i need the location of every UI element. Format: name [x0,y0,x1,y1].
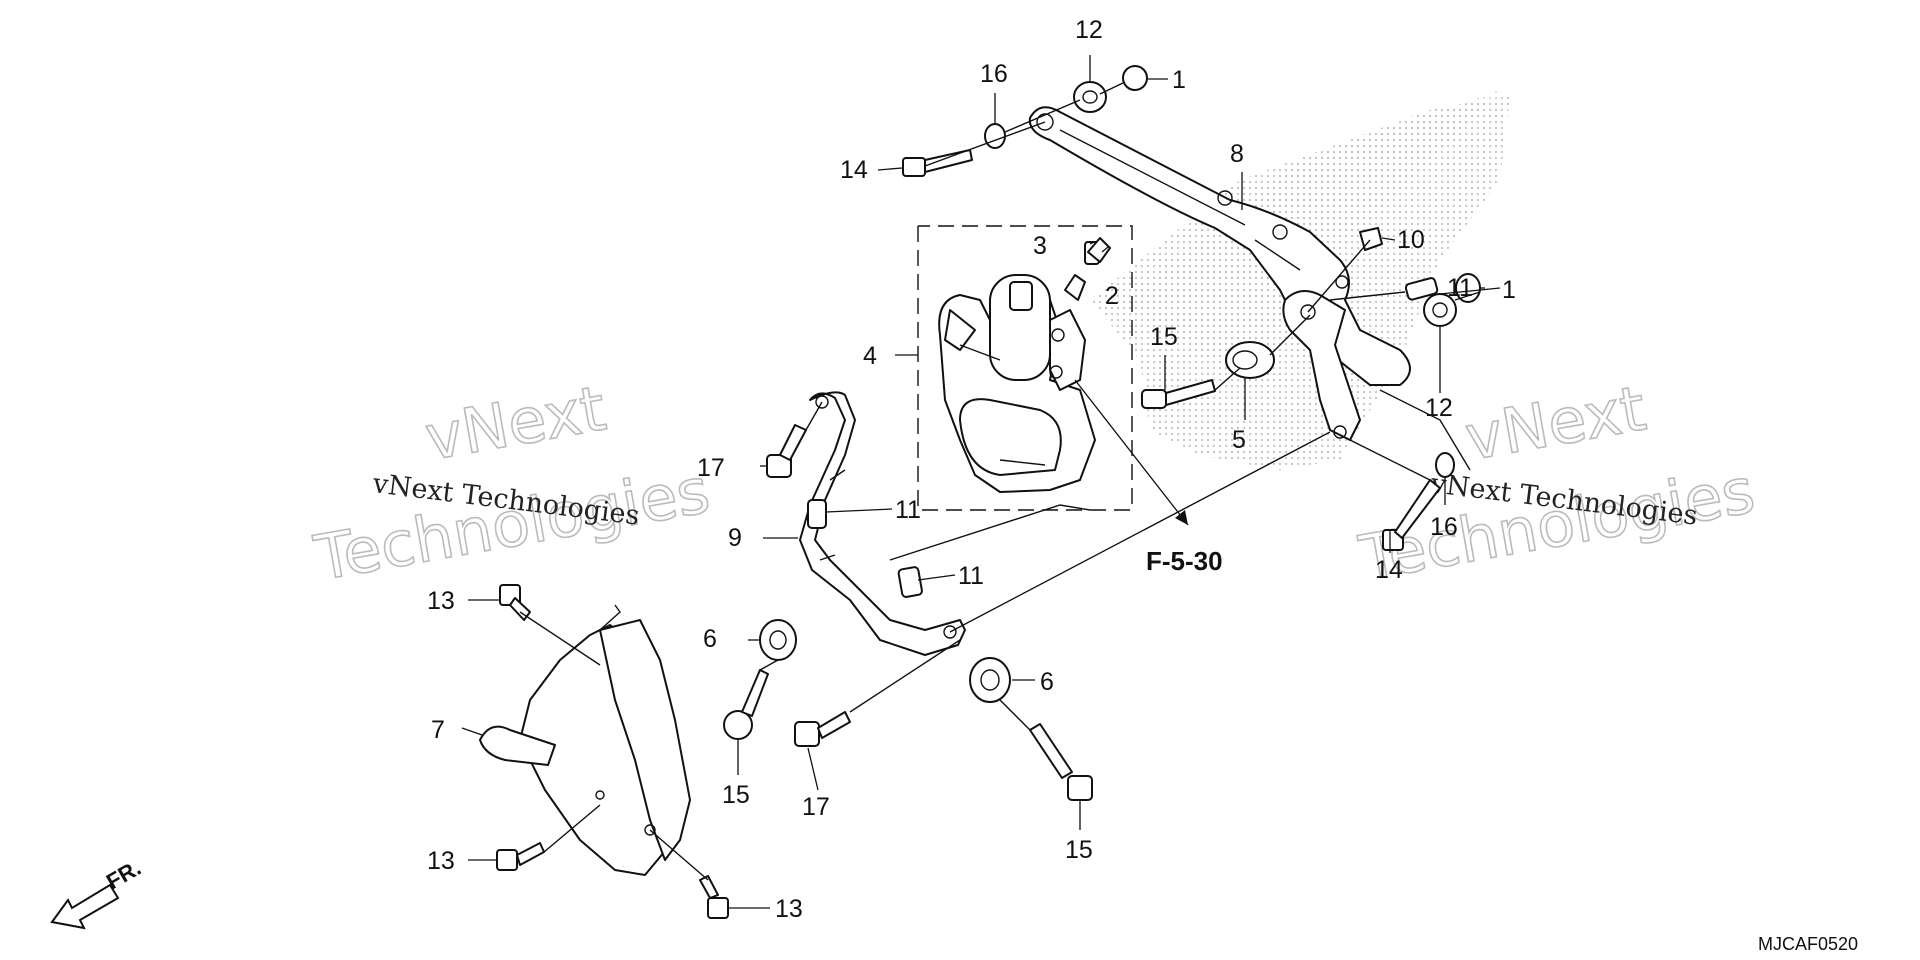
callout-12: 12 [1075,16,1103,44]
callout-13: 13 [775,895,803,923]
bolt-15-lower-right [1029,723,1093,801]
diagram-code: MJCAF0520 [1758,934,1858,954]
actuator-assembly [917,225,1133,511]
callout-14: 14 [840,156,868,184]
callout-14: 14 [1375,556,1403,584]
callout-labels: 1 1 2 3 4 5 6 6 7 8 9 10 11 11 11 12 12 … [427,16,1516,923]
washer-16-top [984,123,1006,149]
callout-13: 13 [427,847,455,875]
collar-11-center [807,499,827,529]
callout-16: 16 [1430,513,1458,541]
bolt-14-top [902,149,973,177]
callout-15: 15 [722,781,750,809]
grommet-5 [1225,341,1275,379]
callout-15: 15 [1065,836,1093,864]
front-direction-arrow-icon: FR. [50,855,145,930]
callout-4: 4 [863,342,877,370]
callout-15: 15 [1150,323,1178,351]
callout-6: 6 [1040,668,1054,696]
callout-11: 11 [895,496,921,524]
watermark-brand-top: vNext [420,371,611,474]
heat-shield-cover [479,604,691,876]
watermark-right: vNext Technologies vNext Technologies [1353,371,1760,596]
watermark-brand-bottom: Technologies [1354,454,1760,595]
bolt-15-left [723,669,769,740]
callout-11: 11 [1447,274,1473,302]
section-reference: F-5-30 [1146,546,1223,576]
bolt-13-lower-right [699,875,729,919]
lower-bracket [799,391,966,656]
bolt-13-top [499,584,531,621]
grommet-6-left [759,619,797,661]
callout-10: 10 [1397,226,1425,254]
watermark-left: vNext Technologies vNext Technologies [308,371,715,596]
bolt-13-bottom [496,842,545,871]
bolt-17-left [766,424,807,478]
callout-6: 6 [703,625,717,653]
bolt-14-right [1382,479,1441,551]
watermark-brand-bottom: Technologies [309,454,715,595]
callout-3: 3 [1033,232,1047,260]
callout-9: 9 [728,524,742,552]
callout-1: 1 [1502,276,1516,304]
callout-2: 2 [1105,282,1119,310]
callout-1: 1 [1172,66,1186,94]
grommet-6-right [969,657,1011,703]
callout-11: 11 [958,562,984,590]
callout-17: 17 [697,454,725,482]
leader-lines [461,55,1501,909]
cap-1-top [1122,65,1148,91]
callout-8: 8 [1230,140,1244,168]
callout-12: 12 [1425,394,1453,422]
bolt-15-mid [1141,379,1216,409]
callout-16: 16 [980,60,1008,88]
callout-17: 17 [802,793,830,821]
collar-12-top [1073,81,1107,113]
washer-16-right [1435,452,1455,478]
callout-7: 7 [431,716,445,744]
collar-11-lower [897,566,923,598]
callout-5: 5 [1232,426,1246,454]
watermark-brand-top: vNext [1460,371,1651,474]
collar-11-right [1404,277,1439,301]
bolt-17-lower [794,711,851,747]
callout-13: 13 [427,587,455,615]
joint-pieces [1064,237,1111,301]
